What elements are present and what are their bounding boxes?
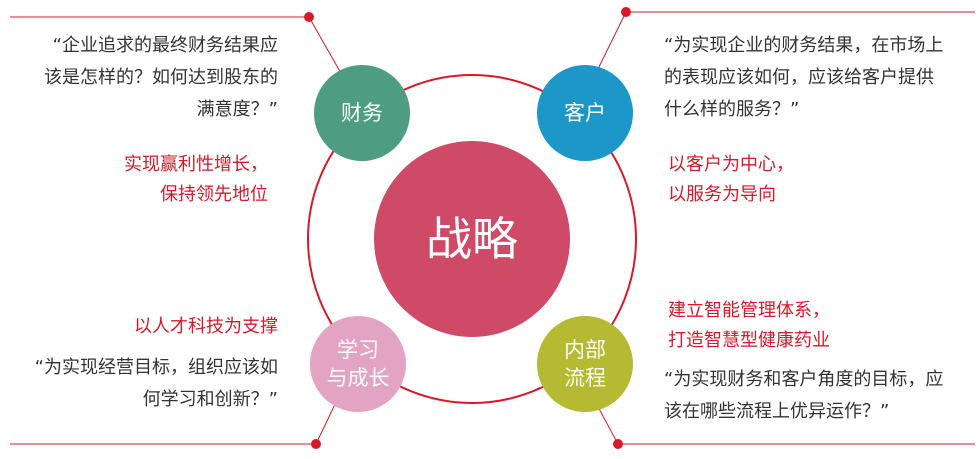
process-label-line-1: 内部 <box>564 338 606 362</box>
finance-circle <box>314 65 410 161</box>
process-goal-line-1: 建立智能管理体系， <box>668 300 830 321</box>
connector-dot-learning <box>311 439 321 449</box>
learning-goal-line-1: 以人才科技为支撑 <box>134 316 278 337</box>
connector-line-customer-diagonal <box>596 11 627 72</box>
outer-ring <box>307 74 637 404</box>
finance-goal-line-2: 保持领先地位 <box>160 184 268 205</box>
process-goal-line-2: 打造智慧型健康药业 <box>668 330 830 351</box>
learning-goal: 以人才科技为支撑 <box>134 312 278 342</box>
customer-label: 客户 <box>564 101 606 125</box>
process-question-line-1: “为实现财务和客户角度的目标，应 <box>664 369 944 390</box>
learning-question-line-2: 何学习和创新？” <box>142 389 278 410</box>
process-question: “为实现财务和客户角度的目标，应 该在哪些流程上优异运作？” <box>664 364 943 428</box>
finance-question: “企业追求的最终财务结果应 该是怎样的？如何达到股东的 满意度？” <box>44 30 278 126</box>
process-label: 内部 流程 <box>537 336 633 392</box>
finance-question-line-2: 该是怎样的？如何达到股东的 <box>44 67 278 88</box>
connector-dot-finance <box>304 12 314 22</box>
learning-label: 学习 与成长 <box>310 336 406 392</box>
center-circle <box>374 141 570 337</box>
customer-question-line-3: 什么样的服务？” <box>664 99 800 120</box>
connector-dot-customer <box>621 7 631 17</box>
finance-label: 财务 <box>341 101 383 125</box>
finance-goal: 实现赢利性增长， 保持领先地位 <box>124 150 268 210</box>
customer-question-line-2: 的表现应该如何，应该给客户提供 <box>664 67 934 88</box>
center-label: 战略 <box>426 212 518 266</box>
learning-label-line-2: 与成长 <box>326 366 390 390</box>
finance-goal-line-1: 实现赢利性增长， <box>124 154 268 175</box>
customer-question-line-1: “为实现企业的财务结果，在市场上 <box>664 35 944 56</box>
customer-goal-line-2: 以服务为导向 <box>668 184 776 205</box>
customer-goal: 以客户为中心， 以服务为导向 <box>668 150 794 210</box>
connector-line-finance-diagonal <box>308 16 343 76</box>
learning-question: “为实现经营目标，组织应该如 何学习和创新？” <box>35 352 278 416</box>
process-goal: 建立智能管理体系， 打造智慧型健康药业 <box>668 296 830 356</box>
finance-question-line-1: “企业追求的最终财务结果应 <box>52 35 278 56</box>
process-circle <box>537 316 633 412</box>
connector-line-process-diagonal <box>596 404 619 445</box>
process-question-line-2: 该在哪些流程上优异运作？” <box>664 401 890 422</box>
customer-goal-line-1: 以客户为中心， <box>668 154 794 175</box>
learning-question-line-1: “为实现经营目标，组织应该如 <box>34 357 278 378</box>
process-label-line-2: 流程 <box>564 366 606 390</box>
learning-label-line-1: 学习 <box>337 338 379 362</box>
learning-circle <box>310 316 406 412</box>
connector-dot-process <box>613 439 623 449</box>
finance-question-line-3: 满意度？” <box>196 99 278 120</box>
customer-circle <box>537 65 633 161</box>
customer-question: “为实现企业的财务结果，在市场上 的表现应该如何，应该给客户提供 什么样的服务？… <box>664 30 943 126</box>
